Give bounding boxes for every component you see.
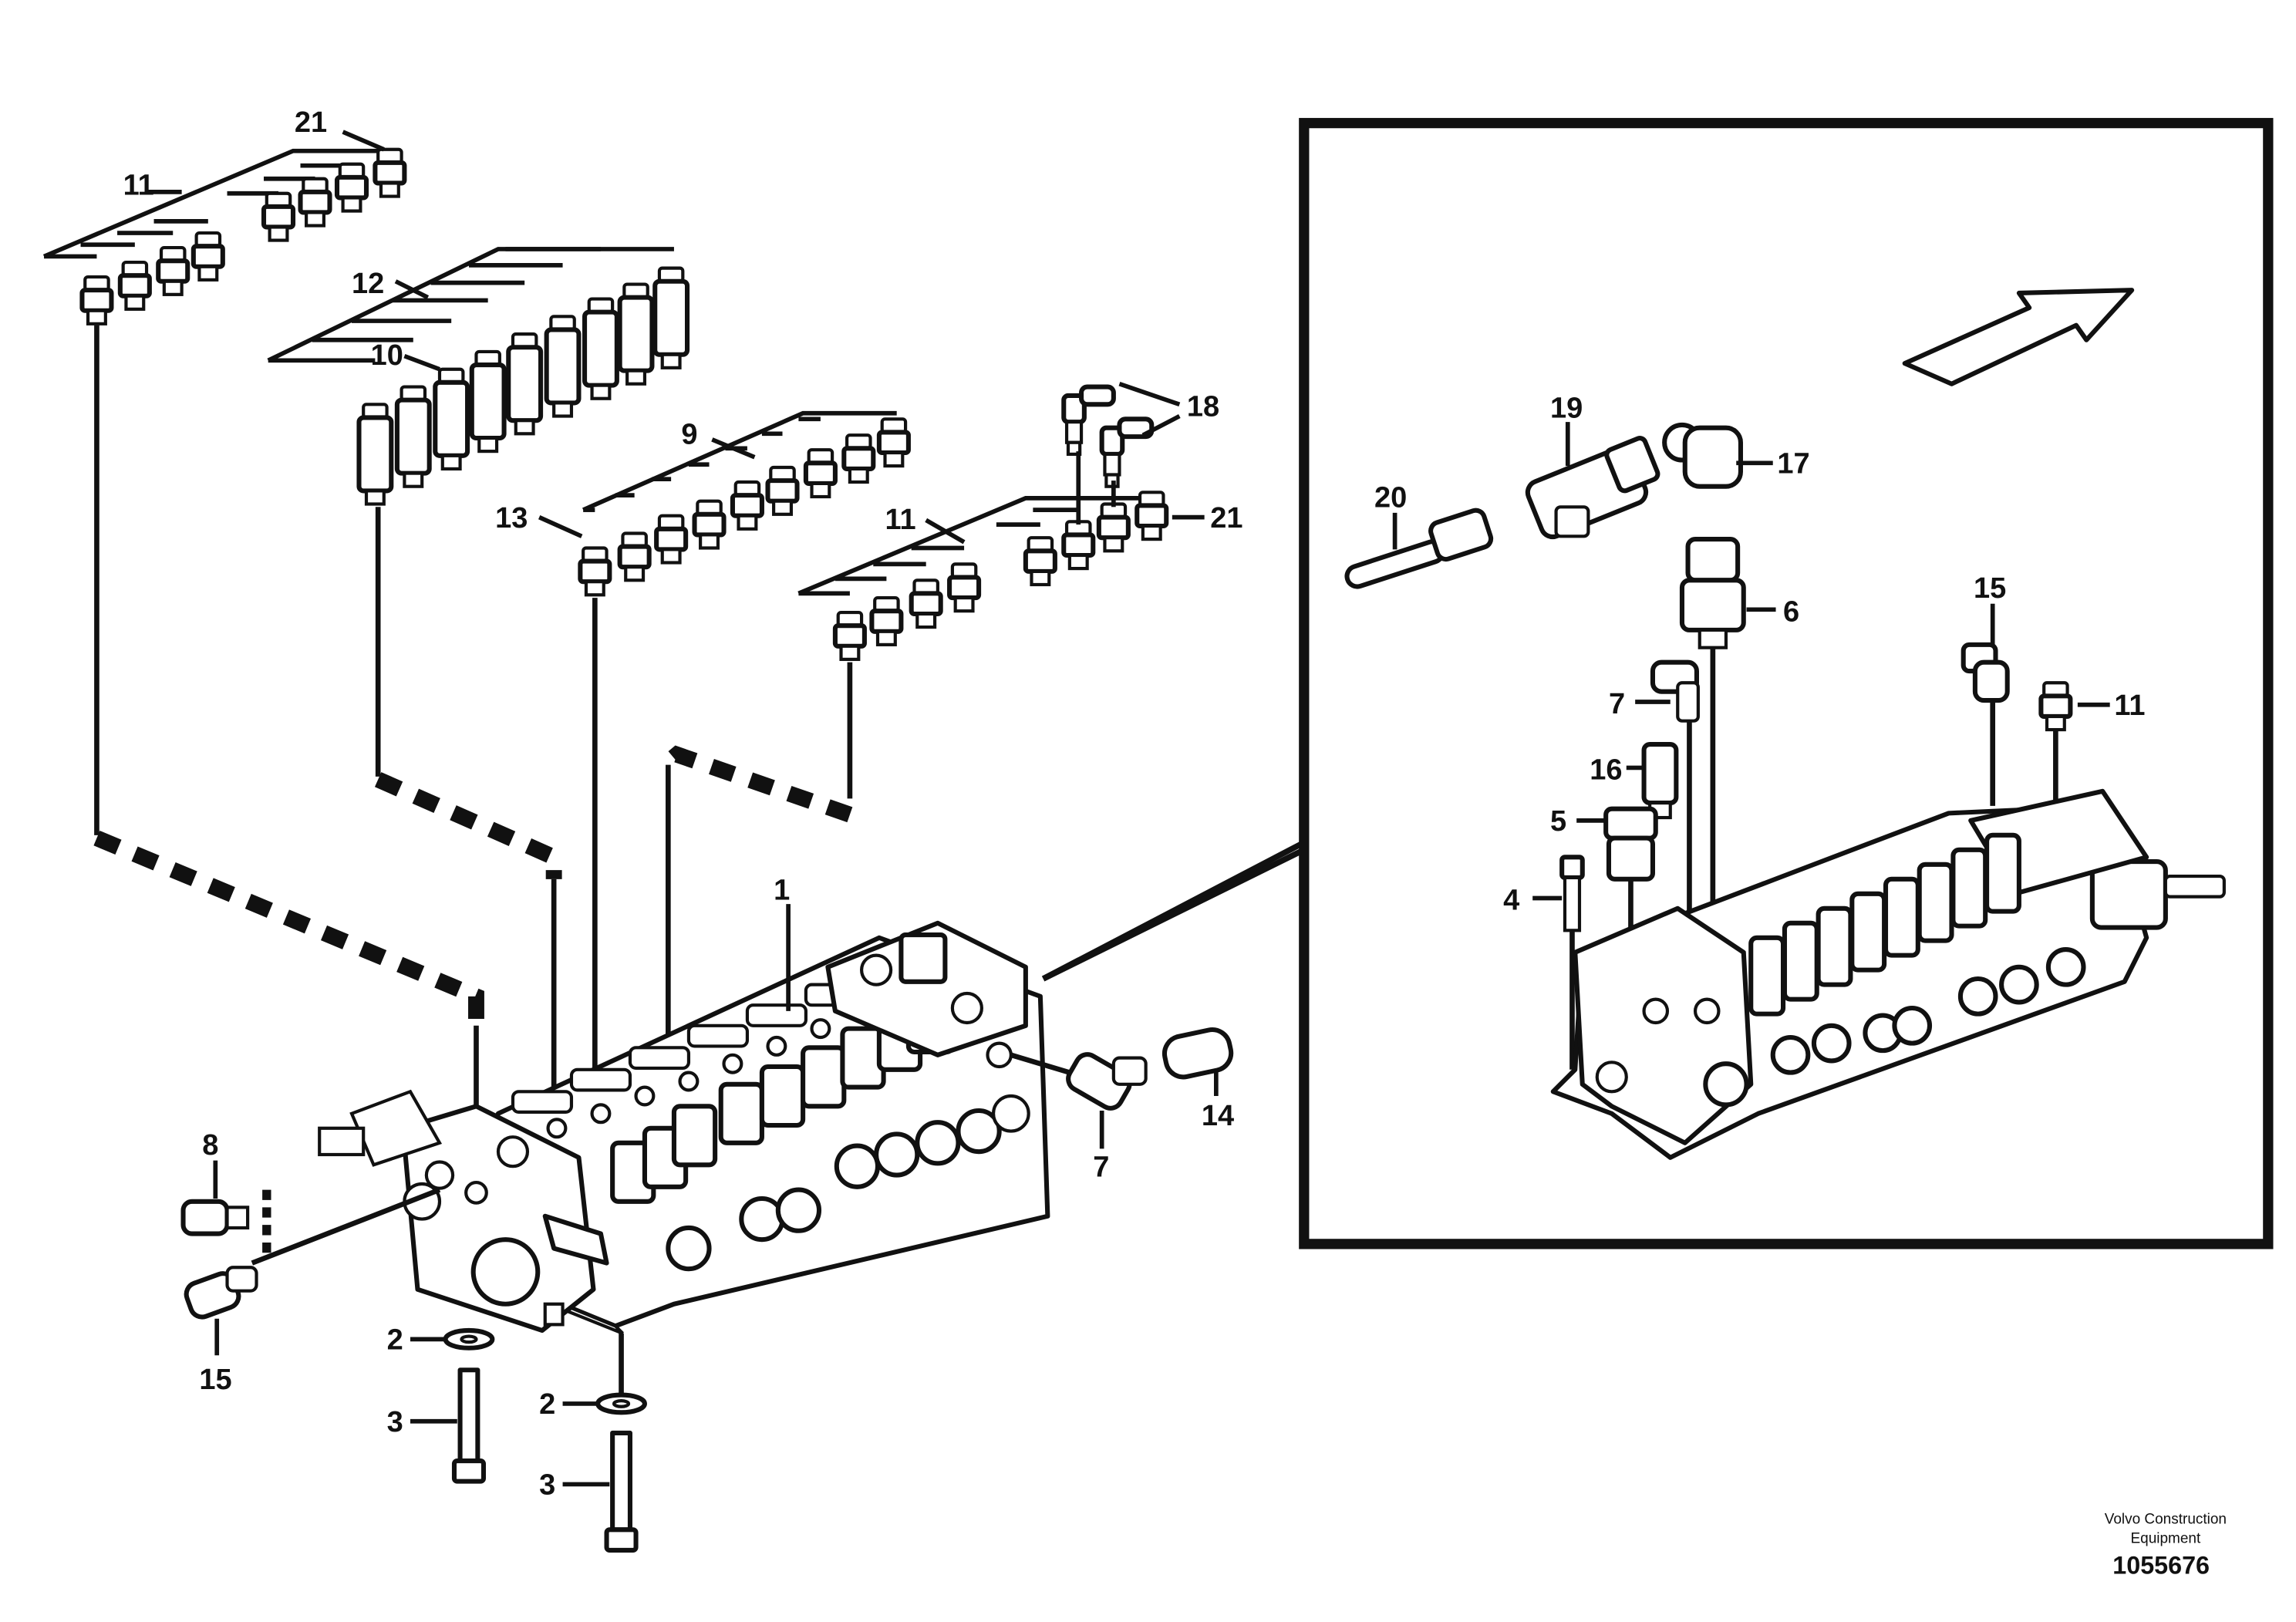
detail-part-15-elbow (1961, 603, 2010, 806)
part-15-elbow-main (184, 1266, 258, 1356)
callout-7-b: 7 (1609, 688, 1625, 720)
fitting-group-11-right (797, 382, 1205, 659)
callout-7-a: 7 (1093, 1151, 1109, 1183)
drawing-number: 1055676 (2112, 1551, 2210, 1579)
detail-part-4-bolt (1532, 855, 1585, 1070)
control-valve-main (318, 920, 1050, 1335)
callout-3-b: 3 (539, 1469, 555, 1502)
callout-6: 6 (1783, 595, 1799, 628)
detail-part-19-tee (1525, 422, 1660, 540)
callout-20: 20 (1374, 481, 1407, 514)
fitting-group-9 (538, 410, 909, 595)
callout-9: 9 (681, 419, 697, 451)
callout-11-a: 11 (123, 170, 154, 202)
detail-port-row (1770, 946, 2086, 1075)
detail-part-20-tube (1344, 508, 1494, 589)
fitting-group-11-top-left (42, 130, 404, 324)
part-8-fitting (180, 1160, 441, 1266)
part-3-bolt-right (562, 1430, 639, 1553)
detail-spool-row (1748, 832, 2021, 1017)
top-caps (511, 983, 866, 1139)
callout-14: 14 (1202, 1100, 1234, 1132)
brand-line-1: Volvo Construction (2105, 1512, 2227, 1528)
detail-control-valve (1550, 788, 2226, 1160)
callout-3-a: 3 (387, 1406, 403, 1438)
detail-part-16-plug (1626, 742, 1679, 820)
callout-15-a: 15 (199, 1364, 231, 1396)
detail-part-17-elbow (1662, 422, 1773, 489)
brand-line-2: Equipment (2130, 1530, 2200, 1546)
detail-view-frame (1299, 117, 2274, 1249)
part-2-washer-left (410, 1327, 495, 1351)
callout-2-b: 2 (539, 1388, 555, 1421)
callout-18: 18 (1187, 391, 1219, 423)
callout-11-c: 11 (2114, 690, 2145, 722)
callout-21-b: 21 (1210, 502, 1242, 534)
part-3-bolt-left (410, 1367, 487, 1484)
callout-11-b: 11 (885, 504, 915, 536)
part-14-sleeve (1161, 1027, 1234, 1096)
pipe-routing (93, 325, 853, 1216)
callout-16: 16 (1590, 754, 1622, 787)
callout-17: 17 (1777, 448, 1809, 481)
part-2-washer-right (562, 1333, 647, 1415)
part-7-elbow-main (1010, 1052, 1148, 1149)
detail-part-5-fitting (1576, 806, 1658, 967)
callout-10: 10 (371, 339, 403, 372)
callout-1: 1 (774, 874, 790, 906)
callout-5: 5 (1550, 805, 1566, 838)
callout-13: 13 (495, 502, 528, 534)
callout-2-a: 2 (387, 1324, 403, 1357)
callout-4: 4 (1503, 885, 1519, 917)
port-faces (666, 1094, 1030, 1272)
callout-15-b: 15 (1974, 572, 2006, 605)
callout-8: 8 (202, 1129, 218, 1162)
callout-12: 12 (352, 268, 384, 300)
fitting-group-12 (267, 247, 687, 504)
callout-19: 19 (1550, 392, 1583, 424)
direction-arrow (1902, 288, 2135, 386)
callout-21-a: 21 (295, 106, 327, 139)
